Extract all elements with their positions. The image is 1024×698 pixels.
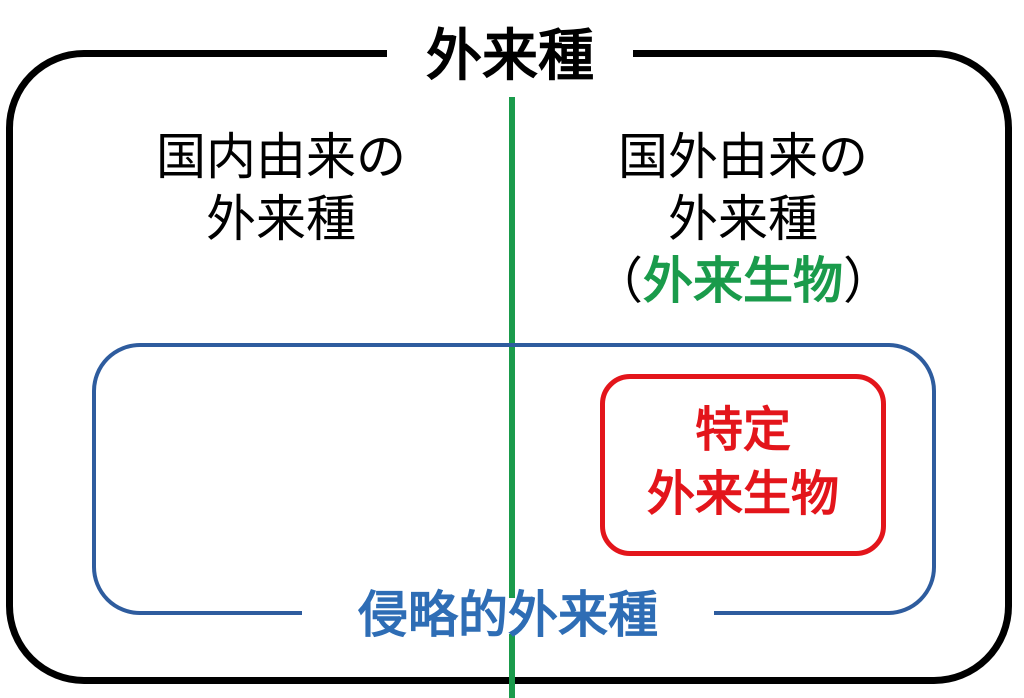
specified-line2: 外来生物 (646, 466, 839, 522)
domestic-origin-line2: 外来種 (206, 190, 356, 248)
diagram-title: 外来種 (426, 24, 594, 89)
specified-alien-label: 特定 外来生物 (600, 398, 886, 526)
green-divider-line (509, 97, 515, 698)
domestic-origin-heading: 国内由来の 外来種 (101, 126, 461, 250)
specified-line1: 特定 (694, 402, 791, 458)
foreign-origin-line1: 国外由来の (618, 128, 868, 186)
title-gap (387, 40, 633, 66)
paren-open: （ (593, 252, 643, 310)
invasive-label-gap (302, 598, 714, 634)
foreign-origin-paren-line: （外来生物） (563, 250, 923, 312)
alien-organisms-term: 外来生物 (643, 252, 843, 310)
foreign-origin-heading: 国外由来の 外来種 （外来生物） (563, 126, 923, 312)
paren-close: ） (843, 252, 893, 310)
foreign-origin-line2: 外来種 (668, 190, 818, 248)
invasive-species-label: 侵略的外来種 (358, 586, 658, 644)
specified-alien-frame (600, 374, 886, 556)
domestic-origin-line1: 国内由来の (156, 128, 406, 186)
